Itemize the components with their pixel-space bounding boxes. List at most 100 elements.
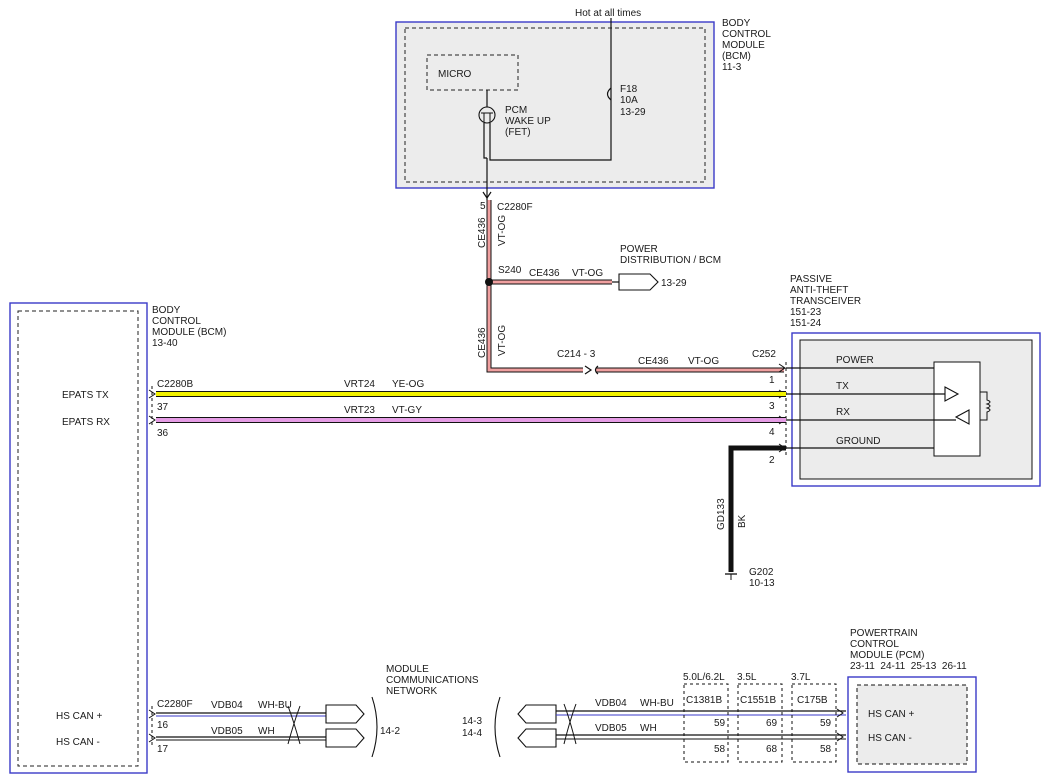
fet-line2: WAKE UP bbox=[505, 116, 551, 127]
g202-ref: 10-13 bbox=[749, 578, 775, 589]
top-bcm-title-3: MODULE bbox=[722, 40, 765, 51]
ground-wiring bbox=[725, 445, 786, 580]
can-right-wiring bbox=[494, 683, 846, 763]
c252-name: C252 bbox=[752, 349, 776, 360]
fuse-line1: F18 bbox=[620, 84, 638, 95]
c252-pin-4: 4 bbox=[769, 427, 775, 438]
c175b-engine: 3.7L bbox=[791, 672, 811, 683]
can-right-minus-connector-icon bbox=[517, 728, 557, 748]
hs-can-minus-label: HS CAN - bbox=[56, 737, 100, 748]
c214-circuit: CE436 bbox=[638, 356, 669, 367]
c1381b-pin-plus: 59 bbox=[714, 718, 726, 729]
splice-circuit: CE436 bbox=[529, 268, 560, 279]
pats-ground-label: GROUND bbox=[836, 436, 880, 447]
can-left-wiring bbox=[148, 696, 378, 758]
gd133-color: BK bbox=[737, 514, 748, 528]
gd133-circuit: GD133 bbox=[716, 498, 727, 530]
c1381b-connector bbox=[683, 683, 729, 763]
left-bcm-title-2: CONTROL bbox=[152, 316, 201, 327]
c175b-pin-minus: 58 bbox=[820, 744, 832, 755]
can-left-ref: 14-2 bbox=[380, 726, 400, 737]
fet-line1: PCM bbox=[505, 105, 527, 116]
c2280b-pin36-icon bbox=[148, 415, 156, 425]
left-bcm-title-1: BODY bbox=[152, 305, 181, 316]
c1381b-name: C1381B bbox=[686, 695, 722, 706]
c2280f-pin-17: 17 bbox=[157, 744, 169, 755]
can-right-wh: WH bbox=[640, 723, 657, 734]
pcm-pin-plus-icon bbox=[836, 708, 844, 718]
pats-title-2: ANTI-THEFT bbox=[790, 285, 848, 296]
c175b-pin-plus: 59 bbox=[820, 718, 832, 729]
c214-connector-icon bbox=[584, 365, 593, 375]
pcm-title-1: POWERTRAIN bbox=[850, 628, 918, 639]
mcn-left-brace-icon bbox=[371, 696, 378, 758]
c1551b-name: C1551B bbox=[740, 695, 776, 706]
c252-pin-3: 3 bbox=[769, 401, 775, 412]
left-bcm-inner bbox=[17, 310, 139, 767]
pats-title-5: 151-24 bbox=[790, 318, 822, 329]
top-bcm-title-5: 11-3 bbox=[722, 62, 742, 73]
pats-module: POWER TX RX GROUND bbox=[786, 332, 1041, 487]
power-dist-title-2: DISTRIBUTION / BCM bbox=[620, 255, 721, 266]
fet-line3: (FET) bbox=[505, 127, 531, 138]
c2280f-pin17-icon bbox=[148, 733, 156, 743]
epats-wiring bbox=[148, 386, 786, 428]
c1381b-engine: 5.0L/6.2L bbox=[683, 672, 725, 683]
left-bcm-module: EPATS TX EPATS RX HS CAN + HS CAN - bbox=[9, 302, 148, 774]
vrt24-color: YE-OG bbox=[392, 379, 424, 390]
ce436-mid-circuit: CE436 bbox=[477, 327, 488, 358]
micro-box bbox=[426, 54, 519, 91]
c1551b-connector bbox=[737, 683, 783, 763]
c252-pin-2: 2 bbox=[769, 455, 775, 466]
can-right-ref-minus: 14-4 bbox=[462, 728, 482, 739]
epats-rx-label: EPATS RX bbox=[62, 417, 110, 428]
left-bcm-title-3: MODULE (BCM) bbox=[152, 327, 226, 338]
top-bcm-box bbox=[395, 21, 715, 189]
pats-inner bbox=[799, 339, 1033, 480]
c2280f-pin-16: 16 bbox=[157, 720, 169, 731]
top-bcm-inner bbox=[404, 27, 706, 183]
c2280f-top-arrow-icon bbox=[482, 191, 492, 200]
can-left-whbu: WH-BU bbox=[258, 700, 292, 711]
c2280f-top-name: C2280F bbox=[497, 202, 533, 213]
c175b-connector bbox=[791, 683, 837, 763]
twisted-pair-right-icon bbox=[563, 703, 577, 745]
can-right-ref-plus: 14-3 bbox=[462, 716, 482, 727]
ce436-top-color: VT-OG bbox=[497, 215, 508, 246]
pats-title-3: TRANSCEIVER bbox=[790, 296, 861, 307]
can-left-vdb05: VDB05 bbox=[211, 726, 243, 737]
pcm-pin-minus-icon bbox=[836, 732, 844, 742]
left-bcm-title-4: 13-40 bbox=[152, 338, 178, 349]
c252-pin-1: 1 bbox=[769, 375, 775, 386]
can-left-plus-connector-icon bbox=[325, 704, 365, 724]
pcm-module: HS CAN + HS CAN - bbox=[847, 676, 977, 773]
mcn-right-brace-icon bbox=[494, 696, 501, 758]
can-left-vdb04: VDB04 bbox=[211, 700, 243, 711]
epats-tx-label: EPATS TX bbox=[62, 390, 109, 401]
pcm-title-2: CONTROL bbox=[850, 639, 899, 650]
c1551b-engine: 3.5L bbox=[737, 672, 757, 683]
c214-color: VT-OG bbox=[688, 356, 719, 367]
ce436-top-circuit: CE436 bbox=[477, 217, 488, 248]
vrt23-color: VT-GY bbox=[392, 405, 422, 416]
left-bcm-box bbox=[9, 302, 148, 774]
c175b-name: C175B bbox=[797, 695, 828, 706]
fuse-line2: 10A bbox=[620, 95, 638, 106]
ce436-mid-color: VT-OG bbox=[497, 325, 508, 356]
twisted-pair-icon bbox=[287, 705, 301, 745]
can-right-whbu: WH-BU bbox=[640, 698, 674, 709]
pcm-title-3: MODULE (PCM) bbox=[850, 650, 924, 661]
can-right-vdb04: VDB04 bbox=[595, 698, 627, 709]
pcm-title-4: 23-11 24-11 25-13 26-11 bbox=[850, 661, 967, 672]
hs-can-plus-label: HS CAN + bbox=[56, 711, 103, 722]
c2280b-pin37-icon bbox=[148, 389, 156, 399]
splice-name: S240 bbox=[498, 265, 522, 276]
antenna-coil-icon bbox=[980, 391, 991, 421]
can-left-minus-connector-icon bbox=[325, 728, 365, 748]
top-bcm-title-4: (BCM) bbox=[722, 51, 751, 62]
can-left-wh: WH bbox=[258, 726, 275, 737]
pats-power-label: POWER bbox=[836, 355, 874, 366]
splice-s240-icon bbox=[485, 278, 493, 286]
splice-color: VT-OG bbox=[572, 268, 603, 279]
